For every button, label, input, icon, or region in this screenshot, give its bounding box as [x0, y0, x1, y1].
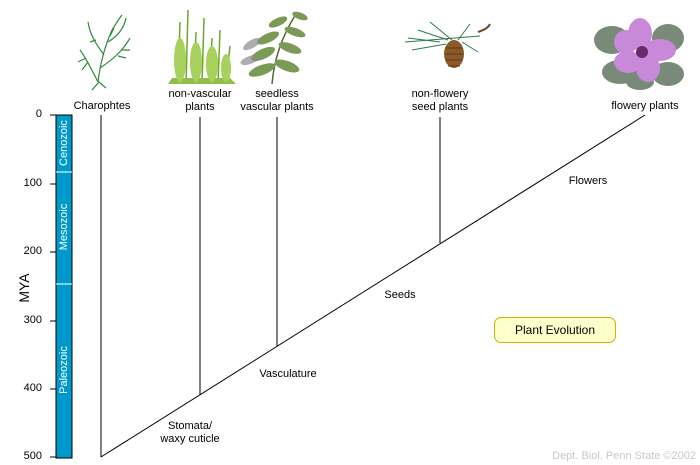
diagram-title: Plant Evolution [494, 317, 616, 343]
flower-icon [594, 18, 684, 90]
era-label-mesozoic: Mesozoic [58, 203, 70, 251]
trait-stomata: Stomata/ waxy cuticle [160, 420, 220, 445]
trait-seeds: Seeds [384, 289, 416, 301]
main-lineage-line [100, 114, 646, 458]
charophyte-alga-icon [77, 14, 131, 91]
era-label-paleozoic: Paleozoic [58, 346, 70, 394]
tick-label-200: 200 [23, 245, 42, 257]
taxon-nonflowery-seed: non-flowery seed plants [411, 88, 469, 113]
trait-flowers: Flowers [568, 175, 608, 187]
era-bar [55, 114, 73, 459]
era-label-cenozoic: Cenozoic [58, 120, 70, 166]
tick-label-0: 0 [35, 108, 42, 120]
taxon-charophytes: Charophtes [73, 100, 131, 112]
taxon-flowery: flowery plants [611, 100, 679, 112]
tick-label-400: 400 [23, 382, 42, 394]
tick-label-300: 300 [23, 314, 42, 326]
tick-label-100: 100 [23, 177, 42, 189]
pine-cone-icon [404, 21, 491, 68]
moss-icon [168, 9, 236, 85]
trait-vasculature: Vasculature [259, 368, 317, 380]
taxon-seedless-vascular: seedless vascular plants [240, 88, 314, 113]
axis-ticks [50, 114, 56, 458]
fern-icon [240, 11, 308, 85]
credit-text: Dept. Biol. Penn State ©2002 [552, 450, 696, 462]
tick-label-500: 500 [23, 450, 42, 462]
taxon-nonvascular: non-vascular plants [168, 88, 232, 113]
axis-title: MYA [16, 273, 32, 303]
